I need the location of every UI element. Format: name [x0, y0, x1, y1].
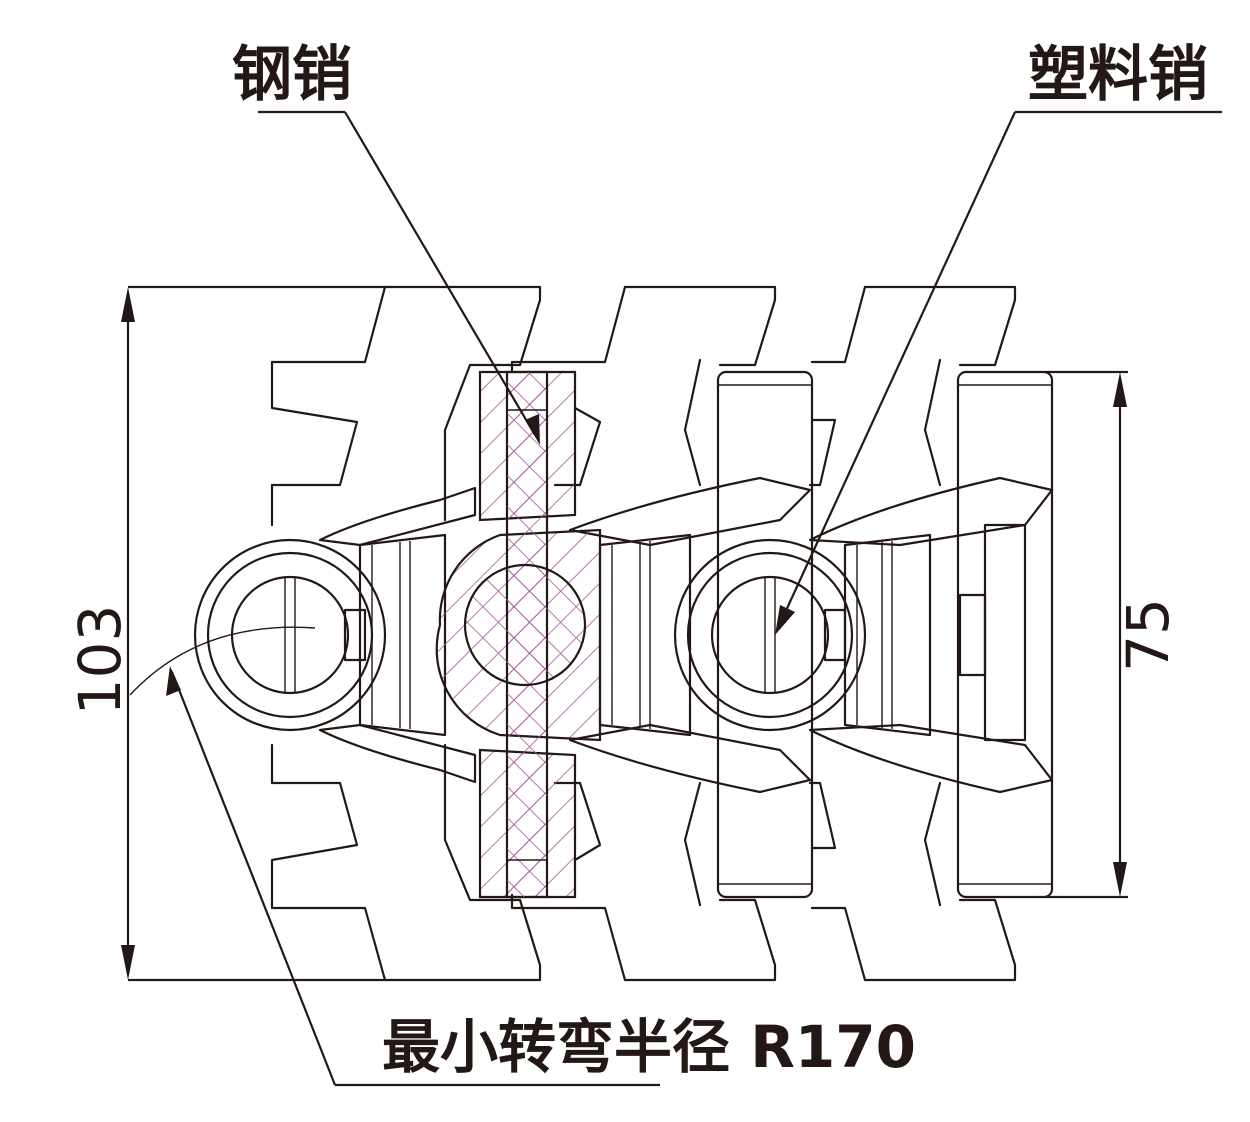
link-1-top-profile	[383, 285, 542, 522]
steel-pin-label: 钢销	[232, 40, 352, 110]
link-3-bottom-profile	[863, 898, 1017, 982]
link-2-bottom-profile	[623, 898, 777, 982]
dimension-75-text: 75	[1114, 598, 1182, 672]
dimension-75: 75	[1045, 370, 1182, 899]
link-1-bottom-profile	[383, 743, 542, 982]
chain-link-outlines	[270, 285, 1017, 982]
plastic-pin-label: 塑料销	[1028, 40, 1208, 110]
pin-barrels	[716, 370, 1054, 899]
turn-radius-leader	[129, 626, 660, 1087]
middle-knuckle	[673, 538, 867, 732]
link-2-top-profile	[623, 285, 777, 367]
left-knuckle	[193, 538, 387, 732]
link-arms	[318, 476, 1054, 794]
steel-pin-leader	[258, 110, 540, 445]
steel-pin-circle	[463, 563, 587, 687]
dimension-103: 103	[66, 285, 385, 982]
min-turn-radius-label: 最小转弯半径 R170	[382, 1013, 916, 1081]
link-3-top-profile	[863, 285, 1017, 367]
steel-pin-section	[435, 370, 602, 899]
plastic-pin-leader	[775, 110, 1222, 635]
dimension-103-text: 103	[66, 605, 134, 716]
